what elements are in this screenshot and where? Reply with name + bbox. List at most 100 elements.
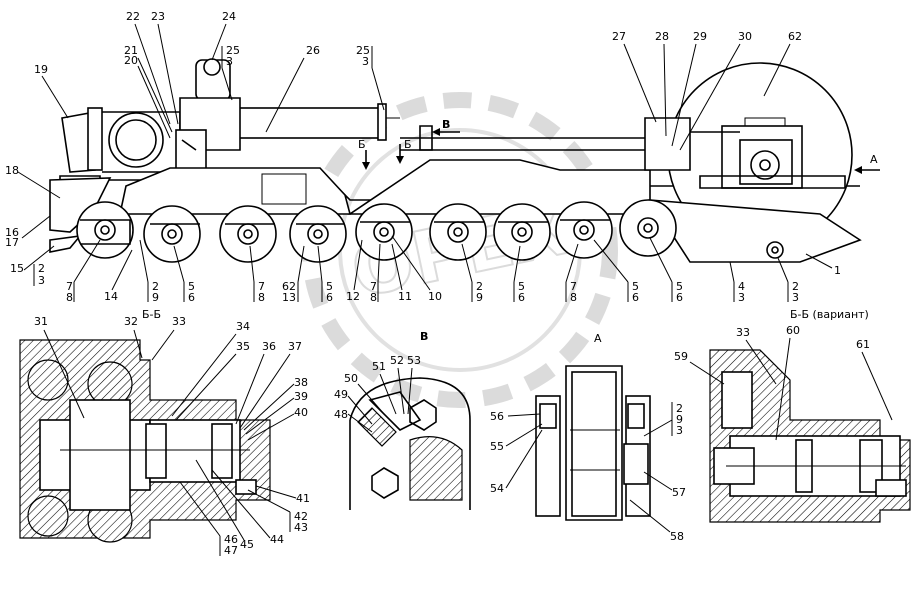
callout-5f: 5 [326, 280, 333, 293]
callout-5i: 5 [518, 280, 525, 293]
view-b-arrow-label: В [442, 118, 450, 131]
callout-8g: 8 [370, 291, 377, 304]
callout-41: 41 [296, 492, 310, 505]
section-bb-variant-view: Б-Б (вариант) [709, 308, 911, 523]
callout-33b: 33 [736, 326, 750, 339]
callout-4-3a: 4 [738, 280, 745, 293]
detail-bolt-view [349, 377, 471, 510]
callout-44: 44 [270, 533, 284, 546]
callout-3-left: 3 [38, 274, 45, 287]
callout-34: 34 [236, 320, 250, 333]
view-b-arrow: В [432, 118, 460, 136]
callout-16: 16 [5, 226, 19, 239]
track-roller-1 [76, 201, 134, 259]
view-a-arrow-label: А [870, 153, 878, 166]
callout-55: 55 [490, 440, 504, 453]
callout-53: 53 [407, 354, 421, 367]
callout-5c: 5 [188, 280, 195, 293]
callout-60: 60 [786, 324, 800, 337]
section-bb-callouts: 31 32 33 34 35 36 37 38 39 40 41 42 43 4… [34, 315, 310, 557]
track-roller-2 [143, 205, 201, 263]
main-assembly-view: А В Б Б В А [49, 58, 880, 345]
callout-30: 30 [738, 30, 752, 43]
cut-b1-label: Б [358, 138, 366, 151]
callout-3b: 3 [362, 55, 369, 68]
callout-6f: 6 [326, 291, 333, 304]
callout-51: 51 [372, 360, 386, 373]
callout-47: 47 [224, 544, 238, 557]
callout-26: 26 [306, 44, 320, 57]
callout-62: 62 [788, 30, 802, 43]
callout-49: 49 [334, 388, 348, 401]
section-bb-variant-title: Б-Б (вариант) [790, 308, 869, 321]
callout-2r: 2 [676, 402, 683, 415]
callout-4-3b: 3 [738, 291, 745, 304]
track-roller-7 [493, 203, 551, 261]
track-roller-3 [219, 205, 277, 263]
callout-58: 58 [670, 530, 684, 543]
callout-7a: 7 [66, 280, 73, 293]
callout-39: 39 [294, 390, 308, 403]
callout-7j: 7 [570, 280, 577, 293]
callout-33: 33 [172, 315, 186, 328]
callout-15: 15 [10, 262, 24, 275]
callout-6i: 6 [518, 291, 525, 304]
callout-29: 29 [693, 30, 707, 43]
callout-35: 35 [236, 340, 250, 353]
track-roller-4 [289, 205, 347, 263]
callout-25a: 25 [226, 44, 240, 57]
track-roller-6 [429, 203, 487, 261]
callout-24: 24 [222, 10, 236, 23]
callout-7d: 7 [258, 280, 265, 293]
callout-5l: 5 [676, 280, 683, 293]
callout-21: 21 [124, 44, 138, 57]
view-a-label: А [594, 332, 602, 345]
view-a-roller [535, 365, 651, 521]
callout-8d: 8 [258, 291, 265, 304]
callout-2h: 2 [476, 280, 483, 293]
callout-5k: 5 [632, 280, 639, 293]
track-roller-5 [355, 203, 413, 261]
callout-23: 23 [151, 10, 165, 23]
callout-37: 37 [288, 340, 302, 353]
callout-2-3a: 2 [792, 280, 799, 293]
callout-46: 46 [224, 533, 238, 546]
callout-45: 45 [240, 538, 254, 551]
callout-40: 40 [294, 406, 308, 419]
callout-27: 27 [612, 30, 626, 43]
callout-31: 31 [34, 315, 48, 328]
callout-56: 56 [490, 410, 504, 423]
callout-25b: 25 [356, 44, 370, 57]
callout-8a: 8 [66, 291, 73, 304]
callout-38: 38 [294, 376, 308, 389]
callout-17: 17 [5, 236, 19, 249]
callout-2-left: 2 [38, 262, 45, 275]
callout-50: 50 [344, 372, 358, 385]
callout-6l: 6 [676, 291, 683, 304]
callout-62e: 62 [282, 280, 296, 293]
callout-42: 42 [294, 510, 308, 523]
detail-bolt-callouts: 48 49 50 51 52 53 [334, 354, 421, 433]
callout-6k: 6 [632, 291, 639, 304]
callout-43: 43 [294, 521, 308, 534]
cut-line-b: Б Б [358, 138, 412, 170]
callout-54: 54 [490, 482, 504, 495]
callout-2b: 2 [152, 280, 159, 293]
callout-2-3b: 3 [792, 291, 799, 304]
callout-22: 22 [126, 10, 140, 23]
view-a-arrow: А [854, 153, 880, 174]
view-a-callouts: 56 55 54 2 9 3 57 58 [490, 402, 686, 543]
callout-9b: 9 [152, 291, 159, 304]
section-bb-variant-callouts: 33 59 60 61 [674, 324, 893, 441]
callout-10: 10 [428, 290, 442, 303]
section-bb-title: Б-Б [142, 308, 161, 321]
callout-52: 52 [390, 354, 404, 367]
callout-13e: 13 [282, 291, 296, 304]
callout-3r: 3 [676, 424, 683, 437]
main-callouts: 19 18 16 17 15 2 3 14 7 8 2 9 5 6 7 8 62… [5, 10, 841, 304]
callout-32: 32 [124, 315, 138, 328]
callout-6c: 6 [188, 291, 195, 304]
callout-8j: 8 [570, 291, 577, 304]
callout-7g: 7 [370, 280, 377, 293]
